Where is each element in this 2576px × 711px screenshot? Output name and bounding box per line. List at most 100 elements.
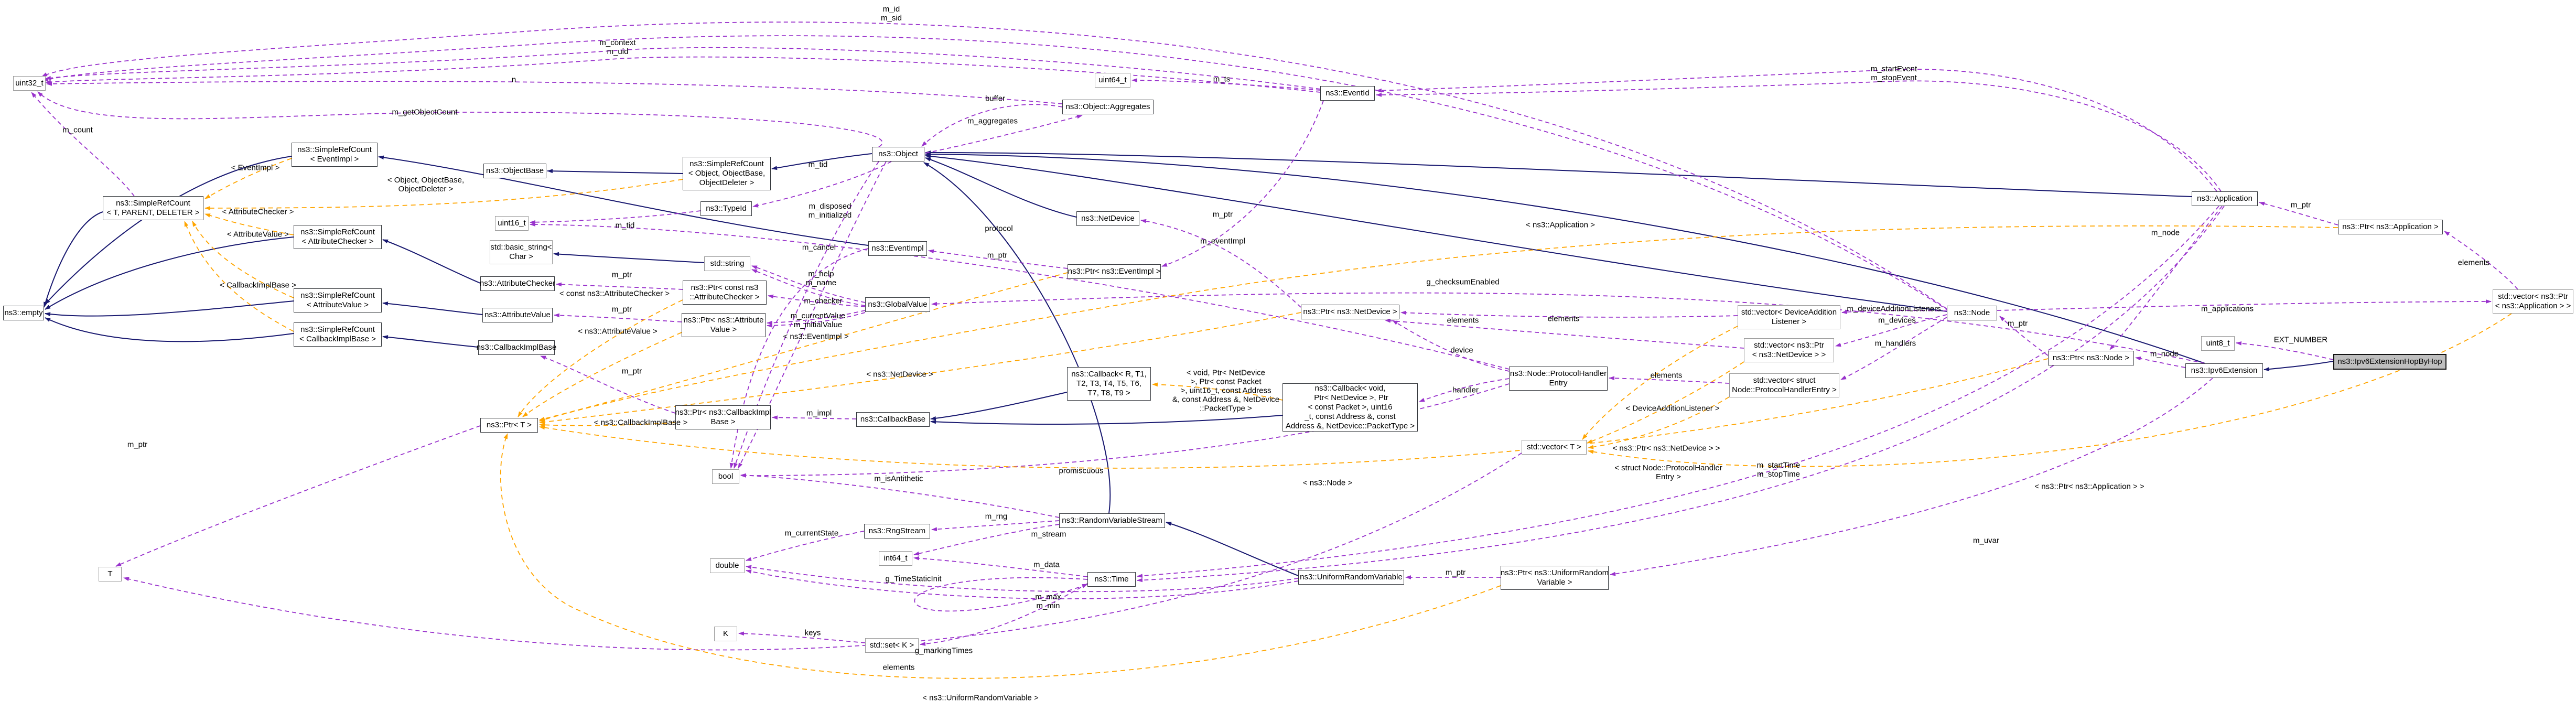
class-node-netdevice[interactable]: ns3::NetDevice <box>1076 211 1139 226</box>
edge-template-src_cib-to-src_tpd <box>184 221 294 332</box>
class-node-ptr_ei[interactable]: ns3::Ptr< ns3::EventImpl > <box>1068 264 1161 279</box>
class-node-typeid[interactable]: ns3::TypeId <box>700 201 752 216</box>
edge-member-globalvalue-to-stdstring <box>751 269 866 306</box>
class-node-ptr_t[interactable]: ns3::Ptr< T > <box>480 418 538 433</box>
edge-inherit-src_obj-to-objectbase <box>547 169 683 174</box>
class-node-src_eventimpl[interactable]: ns3::SimpleRefCount < EventImpl > <box>292 143 378 167</box>
class-node-eventid[interactable]: ns3::EventId <box>1320 86 1375 101</box>
edge-template-vec_nd-to-vector_t <box>1587 361 1744 444</box>
edge-member-vec_dal-to-ptr_nd <box>1400 310 1738 318</box>
edge-member-set_k-to-K <box>738 631 866 643</box>
edge-inherit-callback_t-to-callbackbase <box>930 392 1068 421</box>
edge-member-phe-to-ptr_nd <box>1392 320 1510 372</box>
class-node-ptr_urv[interactable]: ns3::Ptr< ns3::UniformRandom Variable > <box>1501 566 1609 590</box>
edge-template-ptr_nd-to-ptr_t <box>539 312 1301 424</box>
edge-inherit-hopbyhop-to-ipv6ext <box>2264 361 2334 371</box>
edge-inherit-node-to-object <box>925 154 1947 312</box>
edge-inherit-application-to-object <box>925 150 2192 197</box>
class-node-attrchecker[interactable]: ns3::AttributeChecker <box>480 276 555 291</box>
class-node-objectbase[interactable]: ns3::ObjectBase <box>483 164 546 178</box>
edge-member-rvs-to-rngstream <box>931 520 1060 532</box>
class-node-time[interactable]: ns3::Time <box>1087 572 1136 587</box>
edge-inherit-ipv6ext-to-object <box>925 152 2205 364</box>
edge-member-eventid-to-uint32 <box>45 47 1321 90</box>
edge-member-urv-to-dbl <box>746 565 1299 592</box>
class-node-eventimpl[interactable]: ns3::EventImpl <box>868 241 927 256</box>
class-node-attrvalue[interactable]: ns3::AttributeValue <box>482 308 553 322</box>
class-node-callback_v[interactable]: ns3::Callback< void, Ptr< NetDevice >, P… <box>1282 383 1418 432</box>
edge-member-rvs-to-bool <box>740 473 1060 518</box>
edge-member-phe-to-uint16 <box>530 222 1510 370</box>
class-node-urv[interactable]: ns3::UniformRandomVariable <box>1298 570 1404 585</box>
edge-member-ptr_cib-to-cib <box>540 356 676 414</box>
edge-member-ptr_app-to-application <box>2259 201 2338 225</box>
class-node-empty[interactable]: ns3::empty <box>3 306 44 320</box>
edge-template-ptr_node-to-ptr_t <box>539 358 2049 469</box>
class-node-ptr_cac[interactable]: ns3::Ptr< const ns3 ::AttributeChecker > <box>683 281 767 305</box>
edge-inherit-attrvalue-to-src_av <box>382 301 483 315</box>
class-node-node[interactable]: ns3::Node <box>1947 306 1997 320</box>
edge-template-callback_v-to-callback_t <box>1152 382 1283 401</box>
class-node-ptr_node[interactable]: ns3::Ptr< ns3::Node > <box>2048 351 2134 365</box>
class-node-ptr_av[interactable]: ns3::Ptr< ns3::Attribute Value > <box>682 313 766 337</box>
class-node-cib[interactable]: ns3::CallbackImplBase <box>477 340 556 355</box>
class-node-ptr_nd[interactable]: ns3::Ptr< ns3::NetDevice > <box>1301 305 1399 319</box>
class-node-application[interactable]: ns3::Application <box>2192 191 2258 206</box>
class-node-bool: bool <box>712 469 739 484</box>
edge-template-ptr_ei-to-ptr_t <box>539 272 1068 421</box>
class-node-ipv6ext[interactable]: ns3::Ipv6Extension <box>2185 363 2263 378</box>
class-node-vector_t: std::vector< T > <box>1522 440 1587 455</box>
edge-inherit-object-to-src_obj <box>771 153 872 170</box>
class-node-ptr_cib[interactable]: ns3::Ptr< ns3::CallbackImpl Base > <box>675 405 771 429</box>
class-node-src_tpd[interactable]: ns3::SimpleRefCount < T, PARENT, DELETER… <box>103 196 203 220</box>
edge-member-time-to-time <box>914 577 1088 612</box>
edge-member-application-to-eventid <box>1376 80 2222 192</box>
edge-member-ptr_nd-to-netdevice <box>1140 219 1301 308</box>
edge-member-object-to-uint32 <box>37 91 883 150</box>
class-node-int64: int64_t <box>879 551 912 566</box>
class-node-object[interactable]: ns3::Object <box>872 147 924 161</box>
class-node-uint8: uint8_t <box>2201 336 2235 351</box>
edge-member-ipv6ext-to-ptr_urv <box>1610 378 2213 576</box>
edge-member-node-to-vec_nd <box>1835 314 1947 347</box>
class-node-rngstream[interactable]: ns3::RngStream <box>864 524 930 538</box>
class-node-T: T <box>99 567 122 581</box>
edge-member-ipv6ext-to-ptr_node <box>2135 357 2186 368</box>
edge-member-eventid-to-uint32 <box>45 56 1321 93</box>
class-node-vec_app: std::vector< ns3::Ptr < ns3::Application… <box>2493 289 2573 314</box>
class-node-hopbyhop[interactable]: ns3::Ipv6ExtensionHopByHop <box>2333 354 2446 370</box>
class-node-src_av[interactable]: ns3::SimpleRefCount < AttributeValue > <box>294 288 382 313</box>
class-node-globalvalue[interactable]: ns3::GlobalValue <box>865 297 930 312</box>
class-node-callbackbase[interactable]: ns3::CallbackBase <box>856 412 930 427</box>
edge-member-object-to-bool <box>738 161 887 469</box>
edge-member-aggregates-to-uint32 <box>46 81 1063 104</box>
edge-inherit-src_tpd-to-empty <box>44 211 103 308</box>
edge-member-eventimpl-to-bool <box>729 248 869 469</box>
class-node-callback_t[interactable]: ns3::Callback< R, T1, T2, T3, T4, T5, T6… <box>1067 367 1151 401</box>
class-node-phe[interactable]: ns3::Node::ProtocolHandler Entry <box>1509 367 1608 391</box>
edge-inherit-callback_v-to-callbackbase <box>930 415 1283 425</box>
class-node-set_k: std::set< K > <box>865 638 919 653</box>
class-node-src_ac[interactable]: ns3::SimpleRefCount < AttributeChecker > <box>294 225 382 249</box>
class-node-src_cib[interactable]: ns3::SimpleRefCount < CallbackImplBase > <box>294 322 382 347</box>
class-node-uint16: uint16_t <box>495 216 529 231</box>
edge-inherit-netdevice-to-object <box>925 157 1077 218</box>
class-node-vec_dal: std::vector< DeviceAddition Listener > <box>1738 305 1840 329</box>
edge-member-ptr_cac-to-attrchecker <box>556 282 683 290</box>
edge-inherit-eventimpl-to-src_eventimpl <box>378 155 869 246</box>
edge-inherit-src_cib-to-empty <box>45 317 294 342</box>
edge-member-globalvalue-to-stdstring <box>751 265 866 303</box>
class-node-src_obj[interactable]: ns3::SimpleRefCount < Object, ObjectBase… <box>683 157 771 190</box>
edge-member-node-to-vec_app <box>1997 299 2492 311</box>
class-node-aggregates[interactable]: ns3::Object::Aggregates <box>1062 100 1154 114</box>
edge-member-rvs-to-int64 <box>913 524 1060 556</box>
edge-member-ptr_node-to-node <box>1999 316 2049 356</box>
edge-member-application-to-eventid <box>1376 69 2217 192</box>
class-node-ptr_app[interactable]: ns3::Ptr< ns3::Application > <box>2338 220 2443 234</box>
edge-member-vec_phe-to-phe <box>1609 376 1730 384</box>
class-node-rvs[interactable]: ns3::RandomVariableStream <box>1059 513 1165 528</box>
edge-member-ptr_av-to-attrvalue <box>554 313 682 322</box>
edge-member-ipv6ext-to-globalvalue <box>931 292 2205 364</box>
edge-member-phe-to-callback_v <box>1419 378 1510 402</box>
edge-template-ptr_cac-to-ptr_t <box>518 299 683 417</box>
